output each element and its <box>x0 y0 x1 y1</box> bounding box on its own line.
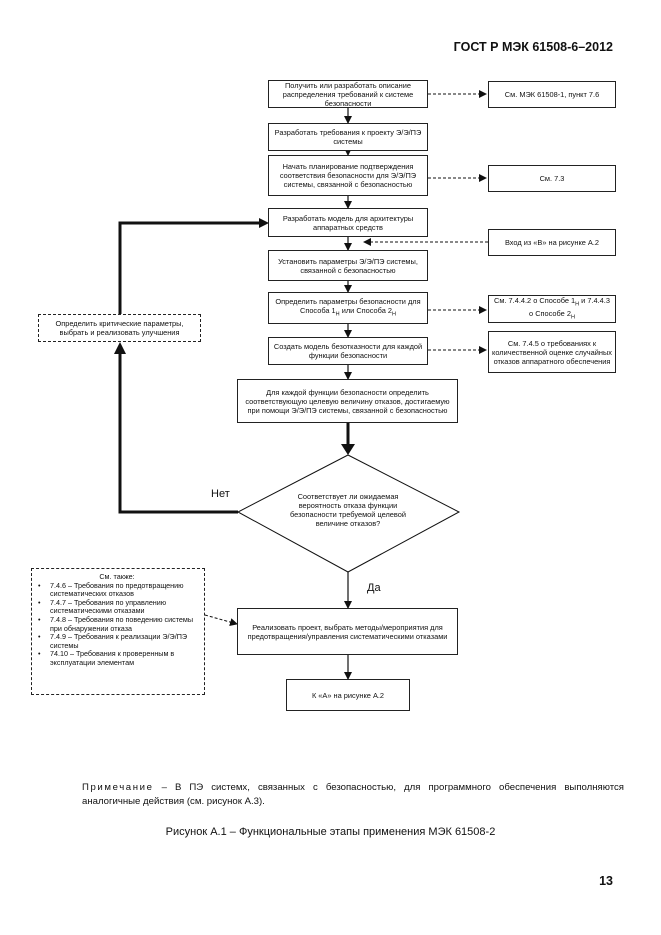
step-create-reliability-model: Создать модель безотказности для каждой … <box>268 337 428 365</box>
see-also-item: 7.4.7 – Требования по управлению система… <box>38 598 198 616</box>
label-no: Нет <box>211 488 230 500</box>
label-yes: Да <box>367 582 381 594</box>
step-develop-architecture-model: Разработать модель для архитектуры аппар… <box>268 208 428 237</box>
ref-input-from-B: Вход из «В» на рисунке А.2 <box>488 229 616 256</box>
ref-iec-61508-1: См. МЭК 61508-1, пункт 7.6 <box>488 81 616 108</box>
note-paragraph: Примечание – В ПЭ системх, связанных с б… <box>82 781 624 809</box>
step-implement-design: Реализовать проект, выбрать методы/мероп… <box>237 608 458 655</box>
see-also-box: См. также: 7.4.6 – Требования по предотв… <box>31 568 205 695</box>
step-determine-safety-parameters: Определить параметры безопасности для Сп… <box>268 292 428 324</box>
step-develop-design-requirements: Разработать требования к проекту Э/Э/ПЭ … <box>268 123 428 151</box>
see-also-title: См. также: <box>99 572 135 581</box>
step-establish-parameters: Установить параметры Э/Э/ПЭ системы, свя… <box>268 250 428 281</box>
connector-to-A: К «А» на рисунке А.2 <box>286 679 410 711</box>
page-number: 13 <box>599 874 613 888</box>
see-also-item: 7.4.9 – Требования к реализации Э/Э/ПЭ с… <box>38 632 198 650</box>
ref-methods: См. 7.4.4.2 о Способе 1H и 7.4.4.3 о Спо… <box>488 295 616 323</box>
decision-diamond <box>236 454 461 573</box>
note-label: Примечание <box>82 782 154 793</box>
ref-7-3: См. 7.3 <box>488 165 616 192</box>
step-determine-target-failure: Для каждой функции безопасности определи… <box>237 379 458 423</box>
step-start-validation-planning: Начать планирование подтверждения соотве… <box>268 155 428 196</box>
document-id: ГОСТ Р МЭК 61508-6–2012 <box>453 40 613 54</box>
see-also-item: 7.4.6 – Требования по предотвращению сис… <box>38 581 198 599</box>
loop-improvement-box: Определить критические параметры, выбрат… <box>38 314 201 342</box>
see-also-item: 7.4.8 – Требования по поведению системы … <box>38 615 198 633</box>
see-also-item: 74.10 – Требования к проверенным в экспл… <box>38 649 198 667</box>
step-obtain-requirements: Получить или разработать описание распре… <box>268 80 428 108</box>
figure-caption: Рисунок А.1 – Функциональные этапы приме… <box>165 826 496 838</box>
decision-question: Соответствует ли ожидаемая вероятность о… <box>290 492 406 528</box>
ref-7-4-5: См. 7.4.5 о требованиях к количественной… <box>488 331 616 373</box>
note-text: – В ПЭ системх, связанных с безопасность… <box>82 782 624 807</box>
